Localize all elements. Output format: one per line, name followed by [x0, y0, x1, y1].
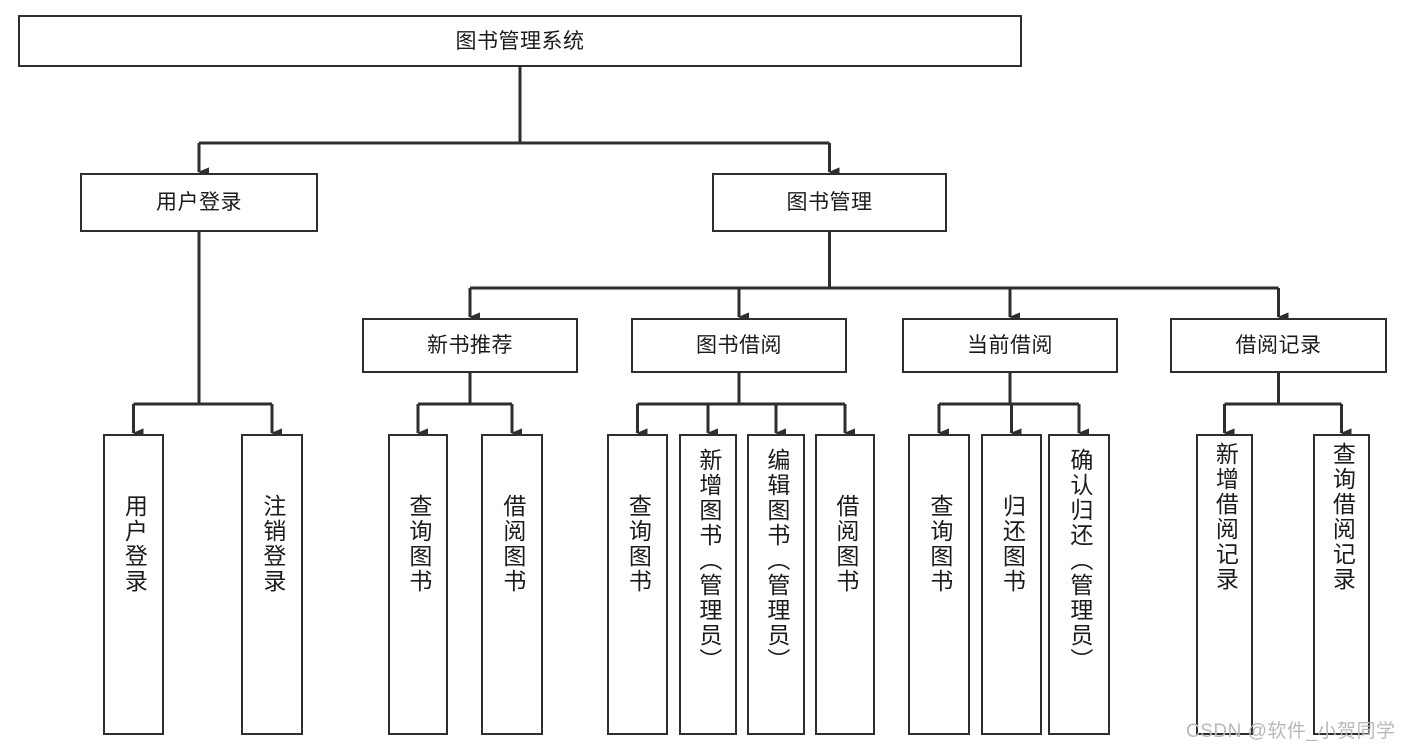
node-leaf-return-book[interactable]: 归还图书	[981, 434, 1042, 735]
node-leaf-user-login-label: 用户登录	[121, 494, 148, 594]
node-leaf-add-book[interactable]: 新增图书（管理员）	[679, 434, 737, 735]
node-leaf-return-book-label: 归还图书	[999, 494, 1026, 594]
node-leaf-query-book-2-label: 查询图书	[625, 494, 652, 594]
node-root[interactable]: 图书管理系统	[18, 15, 1022, 67]
node-book-borrow-label: 图书借阅	[696, 334, 782, 357]
node-leaf-query-book-2[interactable]: 查询图书	[607, 434, 668, 735]
node-root-label: 图书管理系统	[455, 29, 585, 53]
node-leaf-user-login[interactable]: 用户登录	[103, 434, 164, 735]
node-user-login-label: 用户登录	[156, 191, 242, 214]
node-leaf-query-record[interactable]: 查询借阅记录	[1313, 434, 1370, 735]
node-leaf-query-book-3-label: 查询图书	[926, 494, 953, 594]
node-leaf-borrow-book-2[interactable]: 借阅图书	[815, 434, 875, 735]
node-leaf-edit-book-label: 编辑图书（管理员）	[763, 448, 790, 673]
node-leaf-query-book-1-label: 查询图书	[405, 494, 432, 594]
node-leaf-query-record-label: 查询借阅记录	[1329, 442, 1356, 592]
node-leaf-query-book-3[interactable]: 查询图书	[908, 434, 970, 735]
node-current-borrow[interactable]: 当前借阅	[902, 318, 1118, 373]
node-leaf-confirm-return[interactable]: 确认归还（管理员）	[1048, 434, 1110, 735]
node-current-borrow-label: 当前借阅	[967, 334, 1053, 357]
node-new-book-recommend-label: 新书推荐	[427, 334, 513, 357]
node-borrow-record[interactable]: 借阅记录	[1170, 318, 1387, 373]
node-leaf-logout[interactable]: 注销登录	[241, 434, 303, 735]
csdn-watermark: CSDN @软件_小贺同学	[1186, 721, 1396, 742]
node-user-login[interactable]: 用户登录	[80, 173, 318, 232]
node-leaf-borrow-book-1-label: 借阅图书	[499, 494, 526, 594]
node-leaf-add-record[interactable]: 新增借阅记录	[1196, 434, 1253, 735]
node-leaf-confirm-return-label: 确认归还（管理员）	[1066, 448, 1093, 673]
node-leaf-edit-book[interactable]: 编辑图书（管理员）	[747, 434, 805, 735]
node-leaf-logout-label: 注销登录	[259, 494, 286, 594]
node-new-book-recommend[interactable]: 新书推荐	[362, 318, 578, 373]
node-leaf-add-record-label: 新增借阅记录	[1212, 442, 1239, 592]
node-leaf-borrow-book-2-label: 借阅图书	[832, 494, 859, 594]
node-book-manage-label: 图书管理	[786, 191, 873, 214]
node-leaf-query-book-1[interactable]: 查询图书	[388, 434, 448, 735]
node-borrow-record-label: 借阅记录	[1235, 334, 1322, 357]
node-book-manage[interactable]: 图书管理	[712, 173, 947, 232]
node-leaf-borrow-book-1[interactable]: 借阅图书	[481, 434, 543, 735]
node-book-borrow[interactable]: 图书借阅	[631, 318, 847, 373]
node-leaf-add-book-label: 新增图书（管理员）	[695, 448, 722, 673]
